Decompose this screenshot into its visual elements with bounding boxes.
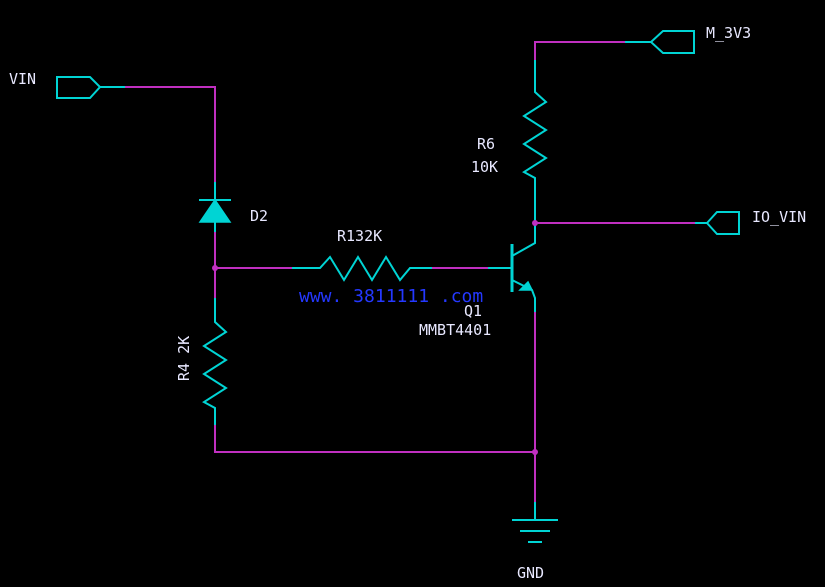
wire-r4-to-ground-rail [214,425,535,453]
port-vin: VIN [9,70,125,99]
resistor-r6-ref: R6 [477,135,495,153]
port-m3v3-label: M_3V3 [706,24,751,42]
wire-m3v3-to-r6 [534,41,625,60]
port-io-vin-label: IO_VIN [752,208,806,226]
resistor-r4: R4 2K [175,298,228,425]
transistor-q1-emitter-arrow [518,280,534,291]
port-m3v3-shape [649,30,695,54]
transistor-q1-collector [511,223,536,257]
resistor-r1-label: R132K [337,227,382,245]
ground-symbol: GND [512,502,558,582]
watermark-text: www. 3811111 .com [299,286,483,307]
port-vin-shape [56,76,102,99]
resistor-r4-label: R4 2K [175,336,193,381]
resistor-r6-zigzag [522,60,548,223]
junctions [212,220,538,455]
resistor-r6: R6 10K [471,60,548,223]
diode-d2-triangle [198,198,232,223]
wire-vin-to-diode [125,86,216,182]
diode-d2-ref: D2 [250,207,268,225]
resistor-r4-zigzag [202,298,228,425]
port-gnd-label: GND [517,564,544,582]
port-vin-label: VIN [9,70,36,88]
transistor-q1: Q1 MMBT4401 [419,223,536,339]
junction-emitter-ground [532,449,538,455]
transistor-q1-part: MMBT4401 [419,321,491,339]
port-io-vin: IO_VIN [695,208,806,235]
port-io-vin-shape [705,211,740,235]
resistor-r1-zigzag [292,255,432,282]
diode-d2: D2 [198,182,268,232]
junction-diode-r1-r4 [212,265,218,271]
resistor-r6-value: 10K [471,158,498,176]
port-m3v3: M_3V3 [625,24,751,54]
transistor-q1-ref: Q1 [464,302,482,320]
transistor-q1-emitter [511,279,536,312]
resistor-r1: R132K [292,227,432,282]
junction-r6-collector [532,220,538,226]
wires [125,41,695,502]
